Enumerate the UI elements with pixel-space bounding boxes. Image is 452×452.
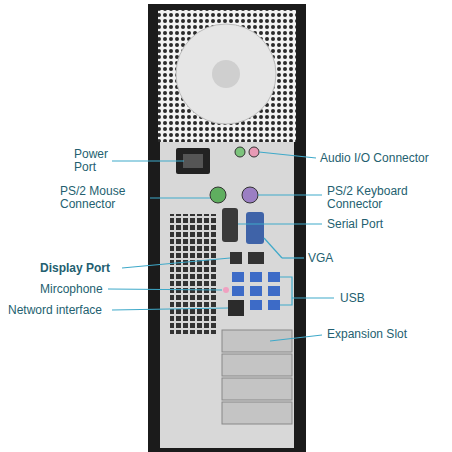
leader-line (150, 197, 210, 198)
usb-port (250, 272, 262, 282)
port-label: Audio I/O Connector (320, 152, 448, 165)
leader-line (122, 258, 230, 268)
mic-jack (223, 287, 229, 293)
vent-grille (170, 214, 216, 334)
display-port (248, 252, 264, 264)
port-label: PS/2 Mouse Connector (60, 185, 150, 211)
network-port (228, 300, 244, 316)
leader-lines (108, 152, 334, 341)
port-label: PS/2 Keyboard Connector (327, 185, 445, 211)
leader-line (112, 308, 228, 310)
port-label: USB (340, 292, 400, 305)
port-label: Netword interface (8, 304, 118, 317)
port-label: Display Port (40, 262, 130, 275)
ps2-keyboard-port (242, 187, 258, 203)
leader-line (112, 160, 184, 161)
leader-line (270, 335, 322, 341)
display-port (230, 252, 242, 264)
vga-port (246, 212, 264, 244)
leader-line (108, 289, 222, 290)
usb-port (232, 286, 244, 296)
port-label: Mircophone (40, 283, 120, 296)
leader-line (258, 194, 322, 195)
leader-line (264, 238, 282, 258)
usb-port (250, 286, 262, 296)
usb-port (250, 300, 262, 310)
io-panel (160, 142, 294, 448)
port-label: Expansion Slot (327, 328, 437, 341)
leader-line (238, 223, 322, 224)
audio-jack (249, 147, 259, 157)
fan-grille (158, 10, 296, 142)
port-label: Serial Port (327, 218, 427, 231)
usb-port (232, 272, 244, 282)
usb-port (268, 272, 280, 282)
audio-jack (235, 147, 245, 157)
port-label: Power Port (74, 148, 114, 174)
leader-line (259, 152, 316, 158)
expansion-slot (222, 402, 292, 424)
expansion-slot (222, 354, 292, 376)
power-socket (183, 154, 203, 168)
leader-line (292, 297, 334, 298)
usb-bracket (280, 277, 292, 305)
tower-housing (148, 4, 306, 452)
ps2-mouse-port (210, 187, 226, 203)
fan-hub (212, 60, 240, 88)
serial-port (222, 208, 238, 242)
usb-port (268, 286, 280, 296)
leader-line (282, 257, 304, 258)
expansion-slot (222, 330, 292, 352)
usb-port (268, 300, 280, 310)
port-label: VGA (308, 252, 368, 265)
expansion-slot (222, 378, 292, 400)
fan (176, 24, 276, 124)
